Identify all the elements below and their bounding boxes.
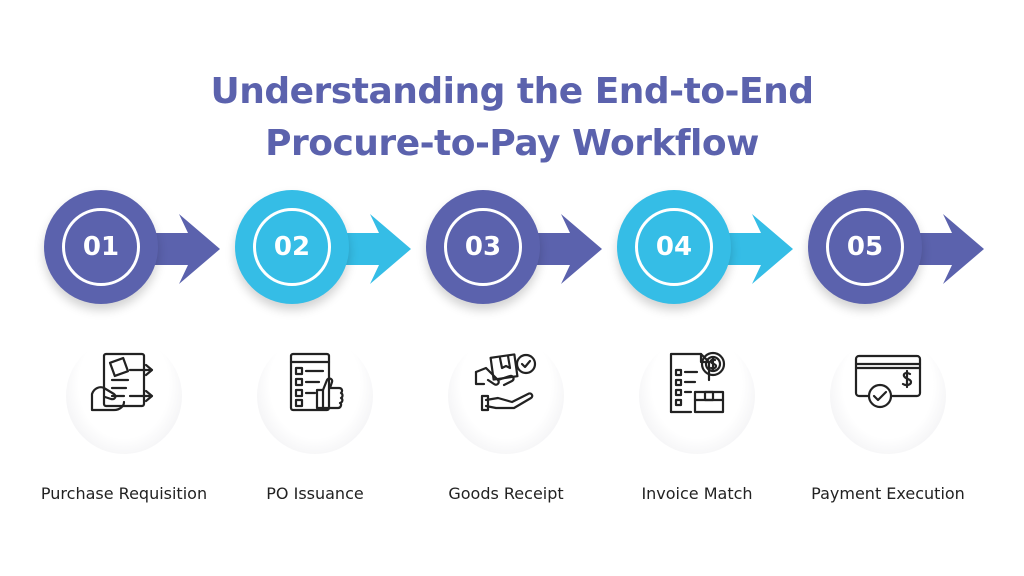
workflow-step-5: 05 Payment Execution bbox=[808, 190, 998, 510]
step-number-disc: 02 bbox=[235, 190, 349, 304]
title-line-2: Procure-to-Pay Workflow bbox=[265, 123, 759, 164]
requisition-icon bbox=[66, 338, 182, 454]
step-number: 03 bbox=[464, 232, 502, 262]
workflow-step-3: 03 Goods Receipt bbox=[426, 190, 616, 510]
step-number-disc: 05 bbox=[808, 190, 922, 304]
step-number: 05 bbox=[846, 232, 884, 262]
step-number-disc: 03 bbox=[426, 190, 540, 304]
step-number: 01 bbox=[82, 232, 120, 262]
step-number: 04 bbox=[655, 232, 693, 262]
purchase-order-icon bbox=[257, 338, 373, 454]
title-line-1: Understanding the End-to-End bbox=[210, 71, 815, 112]
step-number-ring bbox=[635, 208, 713, 286]
invoice-match-icon bbox=[639, 338, 755, 454]
goods-receipt-icon bbox=[448, 338, 564, 454]
step-label: Invoice Match bbox=[641, 484, 753, 503]
workflow-step-4: 04 Invoice Match bbox=[617, 190, 807, 510]
page-title: Understanding the End-to-End Procure-to-… bbox=[0, 66, 1024, 170]
step-number-disc: 04 bbox=[617, 190, 731, 304]
step-label: PO Issuance bbox=[266, 484, 364, 503]
step-label: Payment Execution bbox=[811, 484, 965, 503]
step-number-ring bbox=[62, 208, 140, 286]
step-number-ring bbox=[253, 208, 331, 286]
step-number-ring bbox=[826, 208, 904, 286]
payment-card-icon bbox=[830, 338, 946, 454]
step-label: Goods Receipt bbox=[448, 484, 564, 503]
step-number: 02 bbox=[273, 232, 311, 262]
workflow-step-1: 01 Purchase Requisition bbox=[41, 190, 234, 510]
step-label: Purchase Requisition bbox=[40, 484, 208, 503]
step-number-ring bbox=[444, 208, 522, 286]
step-number-disc: 01 bbox=[44, 190, 158, 304]
workflow-step-2: 02 PO Issuance bbox=[235, 190, 425, 510]
